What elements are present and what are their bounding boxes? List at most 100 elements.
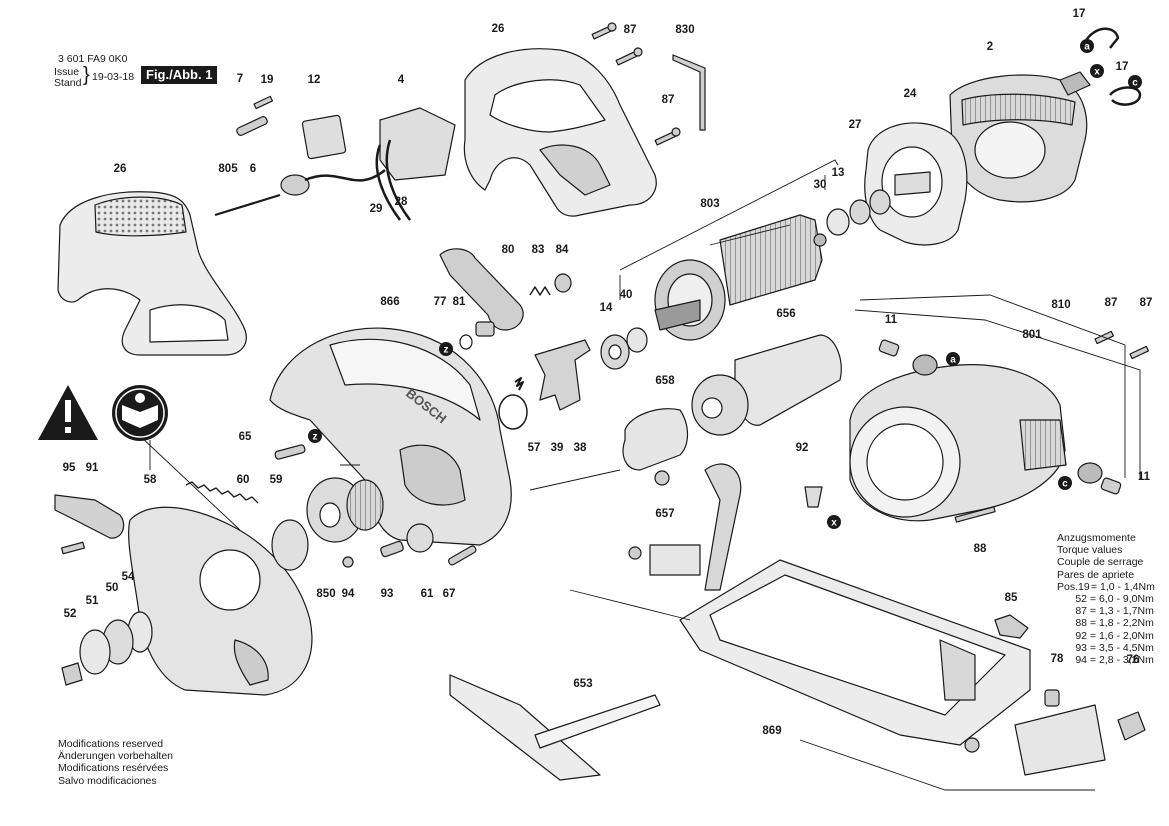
part-label-14: 14 (600, 302, 613, 314)
screw-78-part (1044, 689, 1060, 707)
doc-number: 3 601 FA9 0K0 (58, 53, 128, 65)
spring-17-part (1083, 27, 1120, 49)
part-label-40: 40 (620, 289, 633, 301)
badge-letter: x (831, 518, 837, 529)
part-label-17: 17 (1073, 8, 1086, 20)
part-label-91: 91 (86, 462, 99, 474)
torque-value: 1,6 - 2,0Nm (1098, 629, 1154, 642)
torque-value: 6,0 - 9,0Nm (1098, 593, 1154, 606)
part-label-85: 85 (1005, 592, 1018, 604)
depth-bracket-part (704, 463, 742, 591)
clip-92-part (804, 486, 823, 508)
part-label-805: 805 (218, 163, 238, 175)
leader-lines (139, 159, 1141, 791)
wire-28-part (385, 139, 412, 221)
spring-57-part (514, 377, 524, 391)
part-label-869: 869 (762, 725, 781, 737)
torque-value: 1,3 - 1,7Nm (1098, 605, 1154, 618)
part-label-810: 810 (1051, 299, 1070, 311)
badge-x-icon: x (827, 515, 841, 529)
part-label-39: 39 (551, 442, 564, 454)
part-label-59: 59 (270, 474, 283, 486)
bushing-81-part (475, 321, 495, 337)
brush-11-top-part (878, 339, 900, 357)
spring-60-part (185, 481, 259, 504)
torque-value: 3,5 - 4,5Nm (1098, 641, 1154, 654)
brush-11-bottom-part (1100, 477, 1122, 495)
note-line: Modifications reserved (58, 738, 164, 750)
part-label-87: 87 (624, 24, 637, 36)
part-label-93: 93 (381, 588, 394, 600)
part-label-658: 658 (655, 375, 675, 387)
part-label-87: 87 (662, 94, 675, 106)
part-label-61: 61 (421, 588, 434, 600)
hex-key-part (672, 54, 706, 131)
spring-83-part (529, 286, 551, 296)
pin-67-part (448, 545, 477, 566)
note-line: Salvo modificaciones (58, 774, 157, 787)
armature-part (654, 214, 827, 341)
parallel-guide-part (449, 674, 661, 781)
part-label-4: 4 (398, 74, 405, 86)
part-label-78: 78 (1051, 653, 1064, 665)
spring-17b-part (1109, 86, 1142, 106)
issue-label: Issue (54, 66, 80, 78)
rear-handle-part (57, 191, 247, 356)
part-label-87: 87 (1105, 297, 1118, 309)
torque-pos: 94 (1075, 654, 1087, 667)
torque-pos: 19 (1078, 580, 1090, 593)
torque-pos-label: Pos. (1057, 580, 1079, 593)
modifications-note: Modifications reserved Änderungen vorbeh… (58, 738, 173, 787)
badge-a-icon: a (1080, 39, 1094, 53)
wire-29-part (375, 144, 402, 221)
torque-row: 52 = 6,0 - 9,0Nm (1057, 593, 1155, 605)
part-label-830: 830 (675, 24, 694, 36)
torque-value: 1,8 - 2,2Nm (1098, 617, 1154, 630)
part-label-94: 94 (342, 588, 355, 600)
lever-91-part (54, 494, 125, 539)
part-label-65: 65 (239, 431, 252, 443)
torque-row: 93 = 3,5 - 4,5Nm (1057, 642, 1155, 654)
torque-title-3: Couple de serrage (1057, 556, 1144, 569)
part-label-26: 26 (114, 163, 127, 175)
torque-row: 87 = 1,3 - 1,7Nm (1057, 605, 1155, 617)
part-label-92: 92 (796, 442, 809, 454)
torque-row: Pos.19 = 1,0 - 1,4Nm (1057, 580, 1155, 593)
wing-85-part (994, 614, 1029, 639)
knob-base-part (964, 737, 980, 753)
lever-80-part (439, 248, 524, 331)
screw-657-part (654, 470, 670, 486)
washer-77-part (459, 334, 473, 350)
part-label-803: 803 (700, 198, 719, 210)
part-label-653: 653 (573, 678, 592, 690)
bearing-27-part (869, 189, 891, 215)
torque-title-1: Anzugsmomente (1057, 532, 1136, 544)
part-label-88: 88 (974, 543, 987, 555)
part-label-12: 12 (308, 74, 321, 86)
part-label-87: 87 (1140, 297, 1153, 309)
badge-letter: z (444, 345, 449, 356)
part-label-30: 30 (814, 179, 827, 191)
issue-date: 19-03-18 (92, 71, 135, 83)
top-handle-part (463, 48, 657, 217)
field-coil-part (949, 71, 1091, 203)
torque-title-2: Torque values (1057, 544, 1123, 557)
screw-19-part (253, 95, 274, 110)
knob-bracket-part (628, 546, 642, 560)
torque-value: 1,0 - 1,4Nm (1099, 580, 1155, 593)
read-manual-icon (112, 385, 168, 441)
part-label-866: 866 (380, 296, 399, 308)
switch-12-part (301, 114, 347, 160)
part-label-656: 656 (776, 308, 795, 320)
part-label-58: 58 (144, 474, 157, 486)
lower-guard-part (128, 506, 313, 696)
badge-x-icon: x (1090, 64, 1104, 78)
part-label-84: 84 (556, 244, 569, 256)
part-label-76: 76 (1127, 654, 1140, 666)
part-label-81: 81 (453, 296, 466, 308)
blade-guard-part (269, 327, 512, 546)
torque-pos: 92 (1075, 629, 1087, 642)
screw-95-part (60, 541, 86, 555)
